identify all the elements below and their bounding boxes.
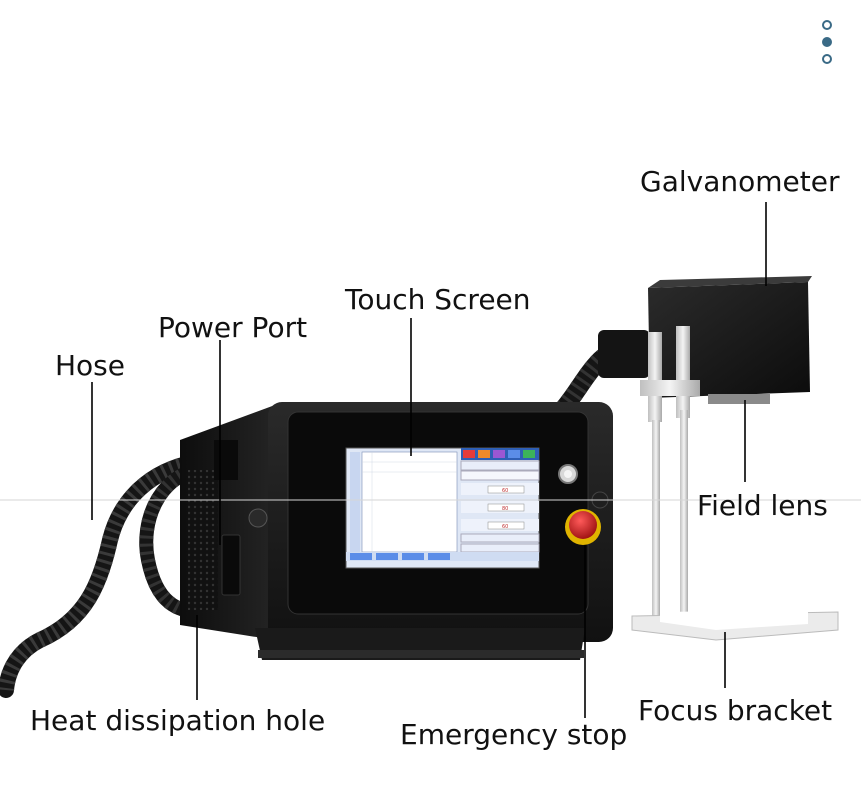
label-focus-bracket: Focus bracket: [638, 694, 833, 727]
carousel-indicator[interactable]: [822, 20, 836, 71]
label-hose: Hose: [55, 349, 125, 382]
focus-bracket: [631, 326, 839, 641]
touch-screen: 60 80 60: [345, 447, 540, 569]
label-touch-screen: Touch Screen: [345, 283, 531, 316]
carousel-dot[interactable]: [822, 20, 832, 30]
galvanometer: [598, 276, 812, 404]
field-lens: [708, 394, 770, 404]
emergency-stop-button: [565, 509, 601, 545]
label-emergency-stop: Emergency stop: [400, 718, 628, 751]
label-field-lens: Field lens: [697, 489, 828, 522]
label-galvanometer: Galvanometer: [640, 165, 840, 198]
screen-value-2: 80: [502, 506, 508, 512]
heat-dissipation-vent: [188, 470, 218, 610]
carousel-dot-active[interactable]: [822, 37, 832, 47]
label-heat-dissipation-hole: Heat dissipation hole: [30, 704, 326, 737]
carousel-dot[interactable]: [822, 54, 832, 64]
label-power-port: Power Port: [158, 311, 308, 344]
power-port-socket: [221, 534, 241, 596]
screen-value-3: 60: [502, 524, 508, 530]
screen-value-1: 60: [502, 488, 508, 494]
